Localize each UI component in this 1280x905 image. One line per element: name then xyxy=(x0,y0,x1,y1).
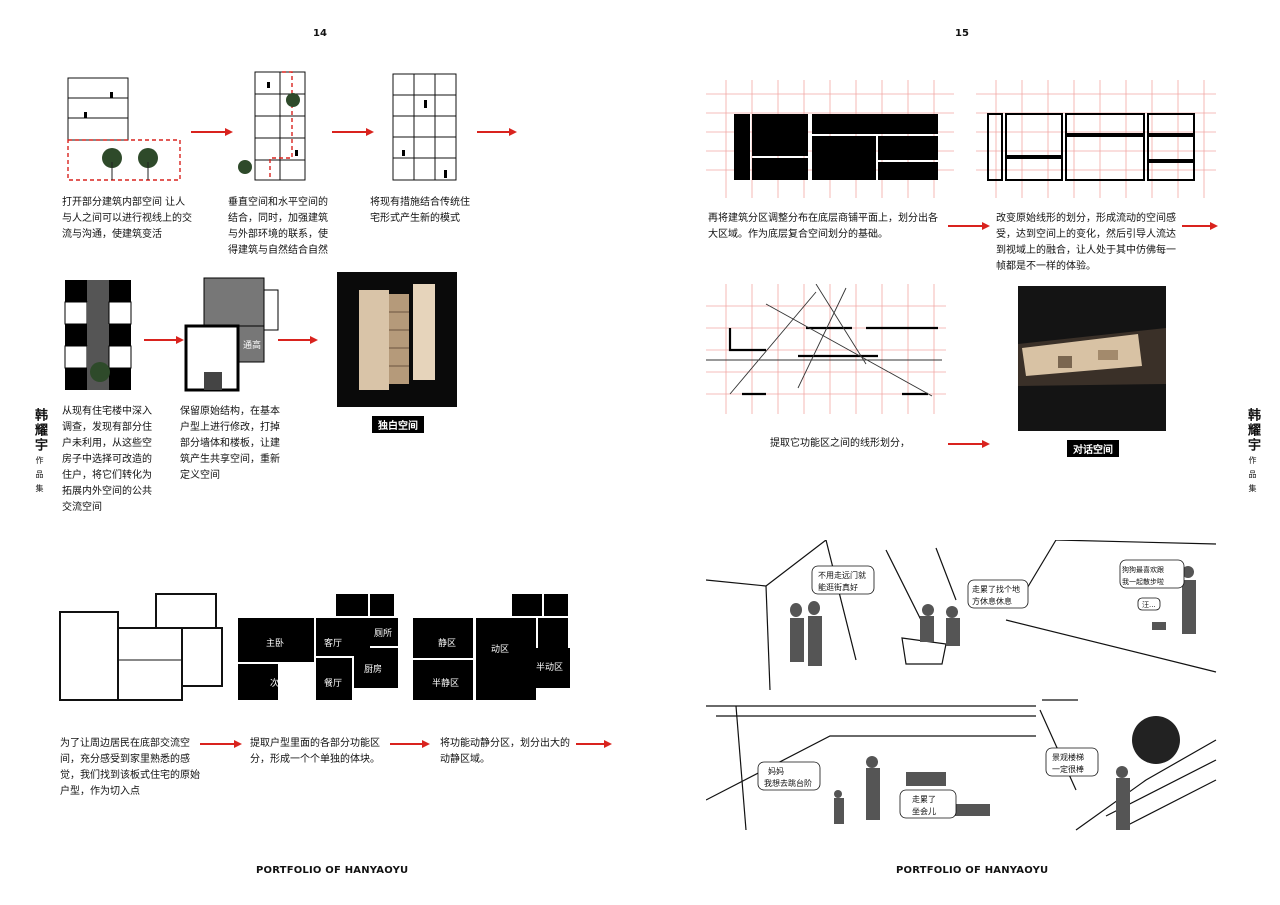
row2-arrow-right xyxy=(948,440,990,448)
side-subtitle-right: 作品集 xyxy=(1248,456,1257,498)
bubble-text: 方休息休息 xyxy=(972,596,1012,606)
left-row1-text-3: 将现有措施结合传统住宅形式产生新的模式 xyxy=(370,197,470,224)
zone-label: 动区 xyxy=(491,644,509,655)
altered-floor-plan xyxy=(184,277,279,392)
left-row2-text-1: 从现有住宅楼中深入调查，发现有部分住户未利用，从这些空房子中选择可改造的住户，将… xyxy=(62,406,152,513)
linear-division-diagram xyxy=(706,284,946,414)
zone-blocks xyxy=(413,594,570,700)
room-label: 主卧 xyxy=(266,637,284,649)
bubble-text: 一定很棒 xyxy=(1052,764,1084,774)
side-subtitle-left: 作品集 xyxy=(35,456,44,498)
side-title-right: 韩耀宇 xyxy=(1245,408,1260,453)
room-label: 餐厅 xyxy=(324,677,342,689)
comic-sketches xyxy=(706,540,1217,831)
bubble-text: 走累了找个地 xyxy=(972,584,1020,594)
original-floor-plan xyxy=(59,593,223,701)
page-number-left: 14 xyxy=(313,28,327,39)
bubble-text: 走累了 xyxy=(912,795,936,804)
bubble-text: 妈妈 xyxy=(768,766,784,776)
checker-building xyxy=(64,280,132,390)
room-label: 厕所 xyxy=(374,628,392,639)
row3-diagrams-left xyxy=(59,593,570,701)
row3-labels: 主卧 客厅 厕所 厨房 次卧 餐厅 静区 动区 半动区 半静区 xyxy=(266,628,563,689)
row1-arrows-right xyxy=(948,222,1218,230)
zone-label: 半动区 xyxy=(536,661,563,673)
right-row2-text-1: 提取它功能区之间的线形划分， xyxy=(770,438,910,449)
footer-right: PORTFOLIO OF HANYAOYU xyxy=(896,865,1049,876)
row1-diagrams-left xyxy=(67,71,517,181)
left-row3-text-3: 将功能动静分区，划分出大的动静区域。 xyxy=(440,738,570,765)
caption-monologue-space: 独白空间 xyxy=(372,416,424,433)
zone-label: 静区 xyxy=(438,637,456,649)
footer-left: PORTFOLIO OF HANYAOYU xyxy=(256,865,409,876)
building-diagram-2 xyxy=(238,71,306,181)
left-row3-text-1: 为了让周边居民在底部交流空间，充分感受到家里熟悉的感觉，我们找到该板式住宅的原始… xyxy=(60,738,200,797)
left-row3-text-2: 提取户型里面的各部分功能区分，形成一个个单独的体块。 xyxy=(250,738,380,765)
right-row1-text-2: 改变原始线形的划分，形成流动的空间感受，达到空间上的变化，然后引导人流达到视域上… xyxy=(996,213,1176,272)
left-row1-text-2: 垂直空间和水平空间的结合，同时，加强建筑与外部环境的联系，使得建筑与自然结合自然 xyxy=(228,197,328,256)
room-label: 次卧 xyxy=(270,677,288,689)
building-diagram-3 xyxy=(392,73,457,181)
comic-bubble-texts: 不用走远门就 能逛街真好 走累了找个地 方休息休息 狗狗最喜欢跟 我一起散步啦 … xyxy=(764,565,1164,816)
plan-label: 通高 xyxy=(243,341,262,351)
caption-dialogue-space: 对话空间 xyxy=(1067,440,1119,457)
bubble-text: 景观楼梯 xyxy=(1052,752,1084,762)
page-number-right: 15 xyxy=(955,28,969,39)
right-row1-text-1: 再将建筑分区调整分布在底层商铺平面上，划分出各大区域。作为底层复合空间划分的基础… xyxy=(708,213,938,240)
left-row2-text-2: 保留原始结构，在基本户型上进行修改，打掉部分墙体和楼板，让建筑产生共享空间，重新… xyxy=(180,406,280,481)
row2-diagrams-left xyxy=(64,277,318,392)
room-label: 厨房 xyxy=(364,663,382,675)
row1-grids-right xyxy=(706,80,1216,198)
model-photo-right xyxy=(1018,286,1166,431)
bubble-text: 我一起散步啦 xyxy=(1122,577,1164,586)
bubble-text: 汪... xyxy=(1142,601,1156,609)
bubble-text: 狗狗最喜欢跟 xyxy=(1122,565,1164,574)
bubble-text: 不用走远门就 xyxy=(818,570,866,580)
model-photo-left xyxy=(337,272,457,407)
building-diagram-1 xyxy=(67,77,181,181)
function-blocks xyxy=(238,594,398,700)
bubble-text: 我想去跳台阶 xyxy=(764,778,812,788)
bubble-text: 能逛街真好 xyxy=(818,582,858,592)
bubble-text: 坐会儿 xyxy=(912,806,936,816)
zone-label: 半静区 xyxy=(432,677,459,689)
room-label: 客厅 xyxy=(324,637,342,649)
left-row1-text-1: 打开部分建筑内部空间 让人与人之间可以进行视线上的交流与沟通，使建筑变活 xyxy=(62,197,192,240)
row3-arrows xyxy=(200,740,612,748)
side-title-left: 韩耀宇 xyxy=(32,408,47,453)
